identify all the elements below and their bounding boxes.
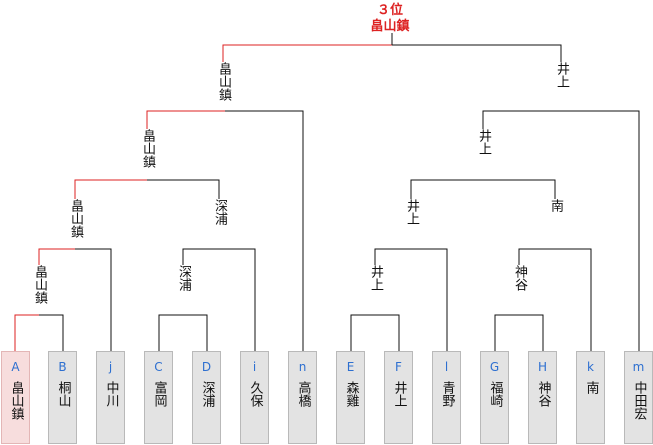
player-box[interactable]: H 神谷 [528,351,557,444]
player-name: 中田宏 [631,381,647,420]
player-name: 高橋 [295,381,311,407]
bracket-connector [374,248,411,265]
player-box[interactable]: j 中川 [96,351,125,444]
player-box[interactable]: D 深浦 [192,351,221,444]
player-box[interactable]: E 森雞 [336,351,365,444]
seed-label: n [298,360,307,374]
bracket-connector [74,179,147,199]
bracket-connector [39,314,64,351]
bracket-connector [225,110,304,351]
player-box[interactable]: n 高橋 [288,351,317,444]
player-name: 久保 [247,381,263,407]
seed-label: G [489,360,500,374]
champion-rank: ３位 [376,3,404,18]
bracket-connector [38,248,75,265]
player-box[interactable]: G 福崎 [480,351,509,444]
seed-label: m [632,360,645,374]
match-winner-label: 神谷 [511,265,527,291]
player-box[interactable]: l 青野 [432,351,461,444]
seed-label: i [252,360,257,374]
bracket-connector [158,314,183,351]
bracket-connector [519,314,544,351]
match-winner-label: 井上 [553,62,569,88]
bracket-connector [219,248,256,351]
match-winner-label: 深浦 [211,199,227,225]
bracket-connector [350,314,375,351]
seed-label: B [58,360,67,374]
player-name: 中川 [103,381,119,407]
seed-label: k [587,360,594,374]
bracket-connector [411,248,448,351]
bracket-connector [222,44,392,62]
bracket-connector [494,314,519,351]
player-name: 森雞 [343,381,359,407]
bracket-connector [410,179,483,199]
seed-label: j [108,360,113,374]
bracket-connector [483,179,556,199]
player-name: 富岡 [151,381,167,407]
match-winner-label: 井上 [367,265,383,291]
player-box[interactable]: B 桐山 [48,351,77,444]
bracket-connector [147,179,220,199]
player-box[interactable]: m 中田宏 [624,351,653,444]
player-name: 畠山鎮 [8,381,24,420]
bracket-connector [182,248,219,265]
bracket-connector [14,314,39,351]
match-winner-label: 畠山鎮 [139,129,155,168]
match-winner-label: 井上 [475,129,491,155]
bracket-connector [75,248,112,351]
seed-label: H [537,360,548,374]
seed-label: A [11,360,20,374]
player-name: 井上 [391,381,407,407]
player-name: 南 [583,381,599,394]
player-name: 福崎 [487,381,503,407]
seed-label: D [201,360,212,374]
seed-label: C [154,360,163,374]
player-name: 神谷 [535,381,551,407]
player-name: 桐山 [55,381,71,407]
player-box[interactable]: C 富岡 [144,351,173,444]
seed-label: l [444,360,449,374]
player-box[interactable]: F 井上 [384,351,413,444]
match-winner-label: 畠山鎮 [67,199,83,238]
seed-label: E [346,360,355,374]
bracket-connector [518,248,555,265]
player-box[interactable]: i 久保 [240,351,269,444]
player-box[interactable]: A 畠山鎮 [1,351,30,444]
seed-label: F [395,360,402,374]
bracket-connector [482,110,561,129]
champion-name: 畠山鎮 [370,19,410,34]
match-winner-label: 深浦 [175,265,191,291]
match-winner-label: 畠山鎮 [31,265,47,304]
bracket-connector [555,248,592,351]
match-winner-label: 南 [547,199,563,212]
bracket-connector [392,44,562,62]
bracket-connector [183,314,208,351]
player-box[interactable]: k 南 [576,351,605,444]
match-winner-label: 井上 [403,199,419,225]
player-name: 青野 [439,381,455,407]
bracket-connector [146,110,225,129]
bracket-connector [561,110,640,351]
player-name: 深浦 [199,381,215,407]
champion-title: ３位 畠山鎮 [370,3,409,35]
match-winner-label: 畠山鎮 [215,62,231,101]
bracket-connector [375,314,400,351]
